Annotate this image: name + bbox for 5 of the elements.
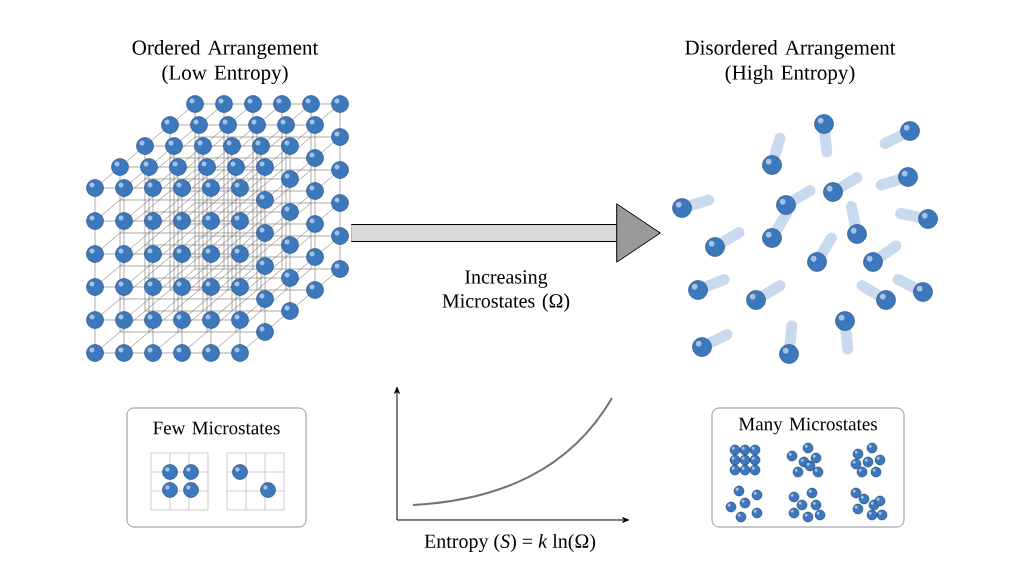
heading: Ordered Arrangement (Low Entropy)	[132, 39, 319, 85]
edge-label: Increasing Microstates (Ω)	[442, 270, 570, 312]
heading: Disordered Arrangement (High Entropy)	[685, 39, 896, 85]
formula-label: Entropy (S) = k ln(Ω)	[424, 533, 596, 553]
block-arrow	[351, 203, 661, 263]
